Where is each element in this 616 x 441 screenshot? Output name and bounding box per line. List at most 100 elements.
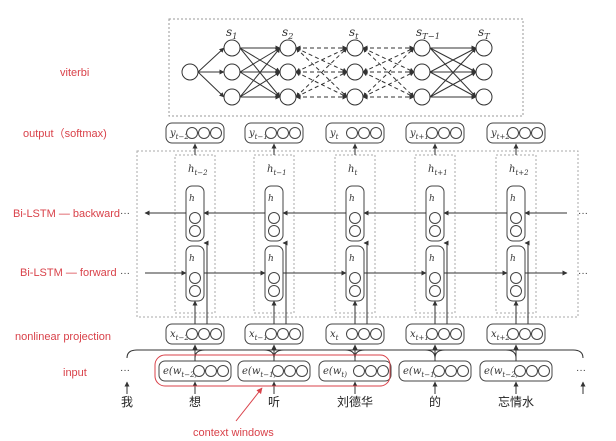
projection-unit: xt+2 (486, 323, 546, 345)
state-node (223, 63, 241, 81)
token: 想 (189, 394, 201, 409)
transition-edge (429, 47, 477, 73)
cell-label: h (429, 194, 435, 204)
state-node (346, 88, 364, 106)
neuron-icon (450, 328, 462, 340)
neuron-icon (429, 225, 441, 237)
embedding-unit: e(wt−2) (479, 360, 553, 382)
arrow (443, 240, 449, 324)
neuron-icon (189, 272, 201, 284)
neuron-icon (358, 328, 370, 340)
neuron-icon (526, 365, 538, 377)
neuron-icon (429, 212, 441, 224)
neuron-icon (531, 127, 543, 139)
neuron-icon (268, 285, 280, 297)
neuron-icon (438, 328, 450, 340)
neuron-icon (289, 127, 301, 139)
context-window-pointer (235, 387, 263, 422)
embedding-unit-label: e(wt) (323, 366, 347, 379)
transition-edge (239, 47, 281, 98)
label-backward: Bi-LSTM — backward (13, 208, 120, 220)
ellipsis: ··· (576, 365, 586, 376)
context-arc (194, 349, 356, 359)
state-node (475, 39, 493, 57)
context-arc (126, 349, 275, 359)
hidden-label: ht (348, 164, 357, 177)
embedding-unit-label: e(wt−2) (163, 366, 198, 379)
token: 忘情水 (498, 394, 534, 409)
neuron-icon (370, 127, 382, 139)
neuron-icon (265, 127, 277, 139)
neuron-icon (507, 328, 519, 340)
cell-label: h (429, 254, 435, 264)
state-node (413, 88, 431, 106)
state-node (223, 39, 241, 57)
neuron-icon (284, 365, 296, 377)
projection-unit: xt (325, 323, 385, 345)
output-unit-label: yt+2 (490, 128, 510, 141)
projection-unit-label: xt−2 (170, 329, 189, 342)
neuron-icon (370, 328, 382, 340)
state-label: st (349, 25, 359, 41)
projection-unit: xt−1 (244, 323, 304, 345)
transition-edge (295, 71, 348, 98)
neuron-icon (186, 127, 198, 139)
output-unit: yt−2 (165, 122, 225, 144)
output-unit: yt+1 (405, 122, 465, 144)
neuron-icon (210, 328, 222, 340)
cell-label: h (268, 194, 274, 204)
state-node (475, 88, 493, 106)
neuron-icon (272, 365, 284, 377)
network-columns: yt−2ht−2hhxt−2e(wt−2)yt−1ht−1hhxt−1e(wt−… (120, 122, 588, 422)
transition-edge (197, 47, 225, 73)
neuron-icon (377, 365, 389, 377)
token: 我 (121, 395, 133, 409)
neuron-icon (429, 285, 441, 297)
arrow (203, 240, 209, 324)
neuron-icon (198, 328, 210, 340)
neuron-icon (198, 127, 210, 139)
output-unit: yt+2 (486, 122, 546, 144)
neuron-icon (510, 225, 522, 237)
embedding-unit: e(wt−2) (158, 360, 232, 382)
viterbi-box (168, 18, 524, 117)
projection-unit: xt−2 (165, 323, 225, 345)
hidden-label: ht+1 (428, 164, 448, 177)
neuron-icon (289, 328, 301, 340)
neuron-icon (510, 285, 522, 297)
arrow (524, 240, 530, 324)
neuron-icon (268, 272, 280, 284)
label-viterbi: viterbi (60, 67, 89, 79)
cell-label: h (510, 194, 516, 204)
cell-label: h (268, 254, 274, 264)
projection-unit-label: xt+2 (491, 329, 510, 342)
token: 听 (268, 395, 280, 409)
neuron-icon (193, 365, 205, 377)
neuron-icon (510, 212, 522, 224)
transition-edge (239, 71, 281, 98)
state-node (475, 63, 493, 81)
cell-label: h (510, 254, 516, 264)
context-arc (434, 349, 584, 359)
cell-label: h (349, 194, 355, 204)
neuron-icon (189, 212, 201, 224)
label-output: output（softmax) (23, 127, 107, 140)
context-window-highlight (154, 354, 391, 387)
state-node (279, 63, 297, 81)
context-arc (273, 349, 436, 359)
neuron-icon (346, 328, 358, 340)
neuron-icon (514, 365, 526, 377)
label-forward: Bi-LSTM — forward (20, 267, 117, 279)
neuron-icon (349, 212, 361, 224)
hidden-label: ht−2 (188, 164, 208, 177)
neuron-icon (438, 127, 450, 139)
projection-unit: xt+1 (405, 323, 465, 345)
start-node (181, 63, 199, 81)
hidden-label: ht+2 (509, 164, 529, 177)
token: 的 (429, 394, 441, 409)
neuron-icon (277, 328, 289, 340)
neuron-icon (349, 285, 361, 297)
embedding-unit-label: e(wt−1) (242, 366, 277, 379)
